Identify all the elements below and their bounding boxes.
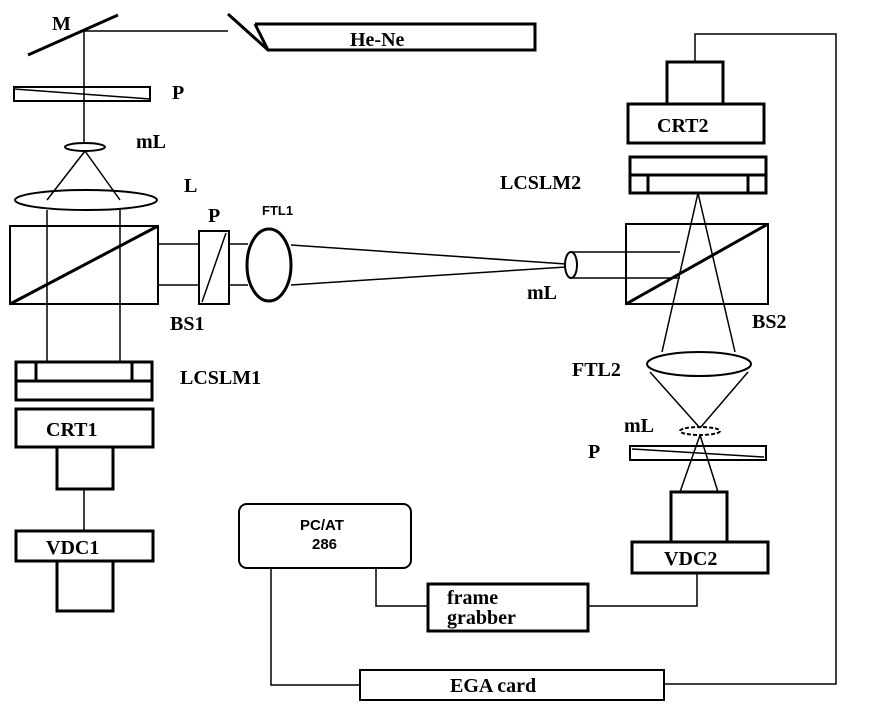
beam-diverge-left [46, 150, 86, 201]
lcslm1: LCSLM1 [14, 360, 261, 402]
polarizer-mid: P [198, 205, 230, 305]
crt1-label: CRT1 [46, 419, 98, 441]
vdc2-label: VDC2 [664, 548, 717, 570]
bs2-label: BS2 [752, 311, 786, 333]
frame-grabber-label-line2: grabber [447, 607, 516, 629]
beam-diverge-right [84, 150, 121, 201]
beam-ftl1-converge-bottom [290, 266, 567, 286]
beam-ml-vdc2-left [679, 434, 701, 493]
frame-grabber: frame grabber [426, 582, 590, 633]
beam-ml-vdc2-right [699, 434, 719, 493]
crt1: CRT1 [14, 407, 155, 491]
pc-at-286: PC/AT 286 [238, 503, 412, 569]
ega-card-label: EGA card [450, 675, 536, 697]
ega-card: EGA card [359, 669, 665, 701]
lcslm2: LCSLM2 [500, 155, 768, 195]
wire-framegrabber-vdc2 [588, 573, 698, 607]
beam-lcslm2-right [697, 192, 736, 353]
vdc2: VDC2 [630, 490, 770, 575]
pc-label-line2: 286 [312, 536, 337, 553]
polarizer-top: P [13, 82, 184, 104]
ftl2-label: FTL2 [572, 359, 621, 381]
wire-pc-ega [270, 568, 360, 686]
laser-label: He-Ne [350, 29, 405, 51]
lcslm2-label: LCSLM2 [500, 172, 581, 194]
microlens-mid-label: mL [527, 282, 557, 304]
pc-label-line1: PC/AT [300, 517, 344, 534]
microlens-mid: mL [527, 251, 578, 304]
lens-l: L [14, 175, 197, 211]
mirror-label: M [52, 13, 71, 35]
microlens-bottom: mL [624, 415, 721, 437]
lens-label: L [184, 175, 197, 197]
beam-ftl1-converge-top [290, 244, 567, 265]
beam-splitter-2: BS2 [625, 222, 786, 333]
microlens-top: mL [64, 131, 166, 153]
lcslm1-label: LCSLM1 [180, 367, 261, 389]
polarizer-top-label: P [172, 82, 184, 104]
polarizer-mid-label: P [208, 205, 220, 227]
beam-ftl2-right [699, 371, 749, 429]
crt2: CRT2 [626, 60, 766, 145]
microlens-top-label: mL [136, 131, 166, 153]
ftl2-lens: FTL2 [572, 351, 752, 381]
wire-crt2-ega [664, 33, 837, 685]
ftl1-label: FTL1 [262, 203, 293, 218]
laser-he-ne: He-Ne [226, 12, 537, 52]
frame-grabber-label-line1: frame [447, 587, 498, 609]
vdc1: VDC1 [14, 529, 155, 613]
polarizer-bottom-label: P [588, 441, 600, 463]
microlens-bottom-label: mL [624, 415, 654, 437]
vdc1-label: VDC1 [46, 537, 99, 559]
crt2-label: CRT2 [657, 115, 709, 137]
bs1-label: BS1 [170, 313, 204, 335]
mirror-m: M [27, 13, 119, 57]
beam-splitter-1: BS1 [9, 224, 204, 335]
polarizer-bottom: P [588, 441, 767, 463]
beam-ftl2-left [649, 371, 701, 429]
wire-pc-framegrabber [375, 568, 428, 607]
ftl1-lens: FTL1 [245, 203, 293, 303]
